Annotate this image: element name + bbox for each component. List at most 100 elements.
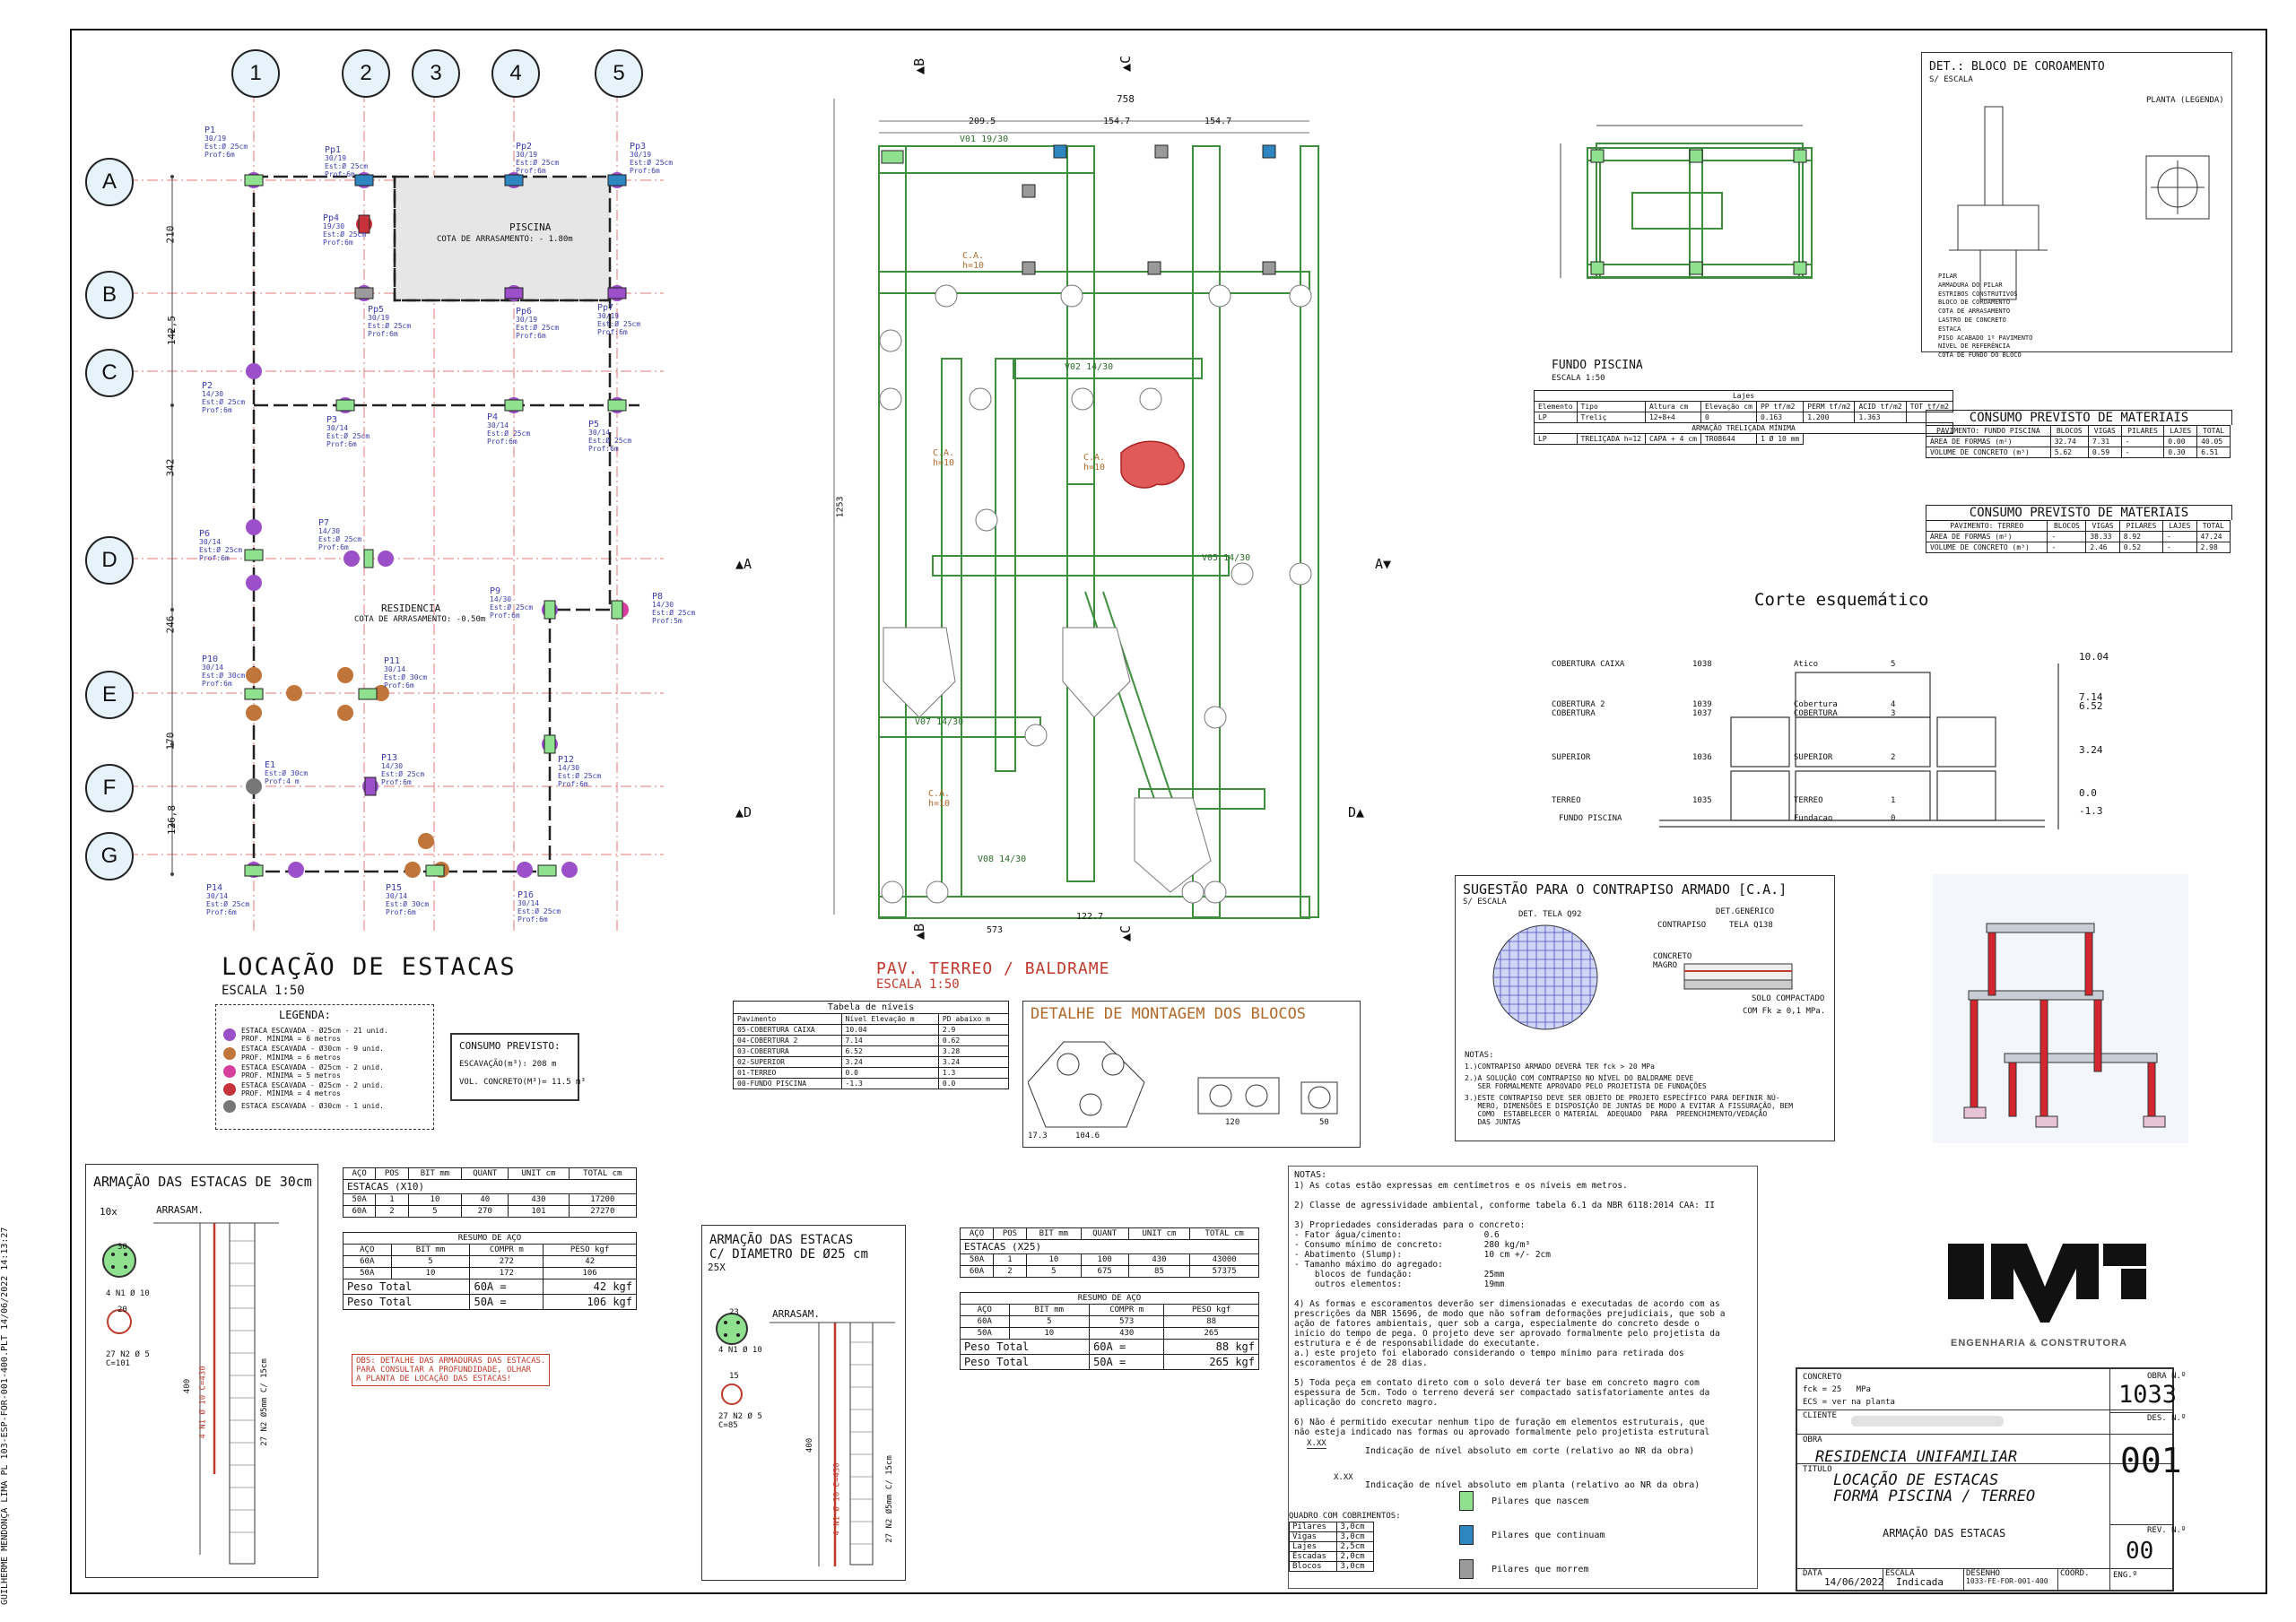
rev-label: REV. N.º [2147,1526,2187,1535]
table-cell: 27270 [568,1205,638,1218]
pile-name: P15 [386,883,403,893]
table-cell: 5.62 [2049,447,2089,458]
contrapiso-box: SUGESTÃO PARA O CONTRAPISO ARMADO [C.A.]… [1455,875,1835,1141]
legend-box: LEGENDA: ESTACA ESCAVADA - Ø25cm - 21 un… [215,1004,434,1130]
beam-label: V05 14/30 [1202,553,1251,563]
pile-spec: 30/14 Est:Ø 25cm Prof:6m [326,424,370,448]
pile-spec: 30/14 Est:Ø 30cm Prof:6m [384,665,428,690]
level-number: 3 [1891,709,1896,718]
bar-label: 4 N1 Ø 10 [106,1289,150,1298]
ca-label: C.A. h=10 [933,448,955,468]
armacao-qty: 25X [708,1262,726,1273]
table-header: PILARES [2120,425,2165,437]
level-number: 5 [1891,660,1896,669]
table-header: POS [992,1227,1027,1240]
pile-label: E1 Est:Ø 30cm Prof:4 m [265,760,308,786]
pile-name: P2 [202,381,213,391]
table-header: PAVIMENTO: FUNDO PISCINA [1926,425,2051,437]
table-cell: LP [1534,433,1578,445]
table-cell: 2 [992,1265,1027,1278]
table-cell: 1.200 [1803,412,1856,423]
table-header: PD abaixo m [937,1013,1010,1025]
level-floor: COBERTURA [1794,709,1838,718]
montagem-title: DETALHE DE MONTAGEM DOS BLOCOS [1031,1005,1307,1023]
table-cell: 0 [1700,412,1757,423]
notas-title: NOTAS: [1294,1170,1327,1180]
grid-row-bubble: G [85,832,134,880]
table-header: COMPR m [1089,1304,1165,1316]
pile-name: Pp2 [516,142,533,152]
table-cell: 8.92 [2118,531,2164,542]
pile-name: P10 [202,655,219,664]
tela-label: DET. TELA Q92 [1518,910,1582,919]
pile-label: P2 14/30 Est:Ø 25cm Prof:6m [202,381,245,414]
pile-name: P11 [384,656,401,666]
table-cell: 3,0cm [1336,1522,1374,1532]
pile-spec: 30/14 Est:Ø 25cm Prof:6m [487,421,531,446]
table-cell: Peso Total [959,1339,1091,1355]
contrapiso-drawing [1492,924,1793,1030]
ca-label: C.A. h=10 [928,789,951,809]
concreto-label: CONCRETO [1803,1373,1842,1382]
level-elevation: 3.24 [2079,744,2103,756]
nota-line: - Fator água/cimento: 0.6 [1294,1230,1500,1240]
table-cell: 100 [1080,1253,1129,1266]
table-cell: 430 [1089,1327,1165,1340]
baldrame-left-dim: 1253 [835,496,846,518]
nota-line: ação de fatores ambientais, quer sob a c… [1294,1319,1700,1329]
pile-name: P13 [381,753,398,763]
baldrame-scale: ESCALA 1:50 [876,977,960,992]
dim-label: 210 [164,225,177,244]
cut-mark-d: D▲ [1348,804,1365,820]
table-cell: 00-FUNDO PISCINA [733,1078,842,1089]
montagem-dim: 104.6 [1075,1132,1100,1141]
table-cell: 02-SUPERIOR [733,1056,842,1068]
pile-spec: 14/30 Est:Ø 25cm Prof:6m [490,595,534,620]
table-cell: Blocos [1288,1561,1338,1572]
consumo-previsto-box: CONSUMO PREVISTO: ESCAVAÇÃO(m³): 208 m V… [450,1033,586,1101]
pile-symbol-icon [223,1083,236,1097]
armacao-qty: 10x [100,1206,117,1218]
plot-stamp: GUILHERME MENDONÇA LIMA PL 103-ESP-FOR-0… [0,1227,10,1605]
pilar-legend-item: Pilares que continuam [1459,1525,1605,1545]
consumo-previsto-title: CONSUMO PREVISTO: [459,1040,561,1052]
nota-line: 6) Não é permitido executar nenhum tipo … [1294,1418,1705,1427]
pile-label: P5 30/14 Est:Ø 25cm Prof:6m [588,420,631,453]
table-cell: 60A = [469,1279,544,1295]
table-header: POS [375,1167,409,1180]
table-cell: 40.05 [2196,436,2231,447]
table-cell: 5 [1008,1315,1091,1328]
dim-label: 342 [164,458,177,477]
cut-mark-b: ▲B [911,57,928,75]
bar-label: 4 N1 Ø 10 [718,1346,762,1355]
dim-label: 126,8 [166,804,178,836]
dim-label: 170 [164,732,177,750]
table-header: QUANT [461,1167,509,1180]
pile-label: Pp4 19/30 Est:Ø 25cm Prof:6m [323,213,366,247]
table-cell: 1.3 [937,1067,1010,1079]
table-cell: CAPA + 4 cm [1644,433,1701,445]
table-cell: 0.59 [2087,447,2122,458]
pile-symbol-icon [223,1064,236,1078]
table-cell: 7.14 [840,1035,939,1046]
table-cell: Escadas [1288,1551,1338,1562]
title-block: CONCRETO fck = 25 MPa ECS = ver na plant… [1796,1367,2186,1592]
bloco-note: BLOCO DE COROAMENTO [1938,299,2011,307]
baldrame-bottom-dim: 122.7 [1076,912,1104,922]
niveis-title: Tabela de níveis [733,1001,1009,1014]
consumo-title: CONSUMO PREVISTO DE MATERIAIS [1926,410,2232,425]
bloco-note: COTA DE ARRASAMENTO [1938,308,2011,316]
table-header: COMPR m [469,1244,544,1256]
table-header: AÇO [342,1167,377,1180]
table-header: PESO kgf [543,1244,637,1256]
table-header: PESO kgf [1163,1304,1259,1316]
